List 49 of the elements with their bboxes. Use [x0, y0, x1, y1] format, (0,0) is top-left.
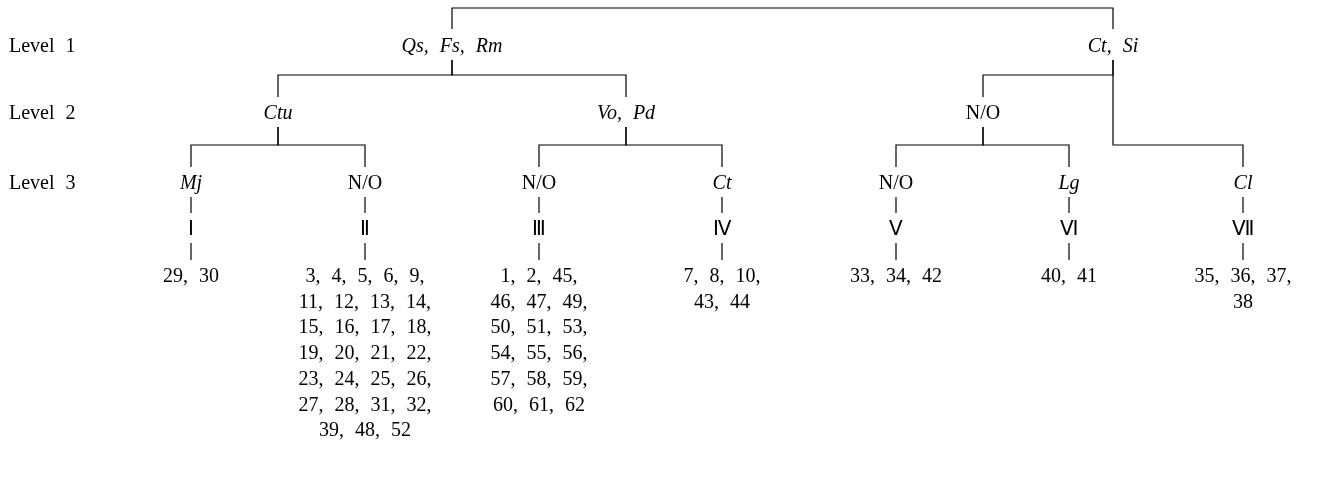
node-label: N/O [871, 170, 921, 194]
taxon-label: Ct [707, 170, 737, 194]
taxon-label: Mj [176, 170, 206, 194]
tree-connector [451, 7, 1114, 30]
level-label: Level 2 [9, 100, 76, 124]
group-numeral: Ⅲ [527, 216, 551, 240]
group-numeral: Ⅰ [179, 216, 203, 240]
sample-list: 35, 36, 37, 38 [1188, 263, 1298, 315]
level-label: Level 3 [9, 170, 76, 194]
taxon-label: Lg [1054, 170, 1084, 194]
tree-connector [895, 196, 897, 214]
tree-connector [721, 196, 723, 214]
tree-connector [625, 126, 723, 168]
group-numeral: Ⅵ [1057, 216, 1081, 240]
tree-connector [1112, 59, 1244, 168]
sample-list: 33, 34, 42 [836, 263, 956, 289]
tree-connector [451, 59, 627, 98]
tree-connector [1242, 242, 1244, 261]
tree-connector [1068, 242, 1070, 261]
node-label: N/O [514, 170, 564, 194]
taxon-label: Vo, Pd [591, 100, 661, 124]
sample-list: 1, 2, 45, 46, 47, 49, 50, 51, 53, 54, 55, 56, 57, 58, 59, 60, 61, 62 [484, 263, 594, 418]
group-numeral: Ⅶ [1231, 216, 1255, 240]
tree-connector [538, 242, 540, 261]
tree-connector [190, 242, 192, 261]
tree-connector [538, 196, 540, 214]
sample-list: 40, 41 [1029, 263, 1109, 289]
tree-connector [1068, 196, 1070, 214]
tree-connector [277, 126, 366, 168]
tree-connector [721, 242, 723, 261]
tree-connector [895, 242, 897, 261]
group-numeral: Ⅳ [710, 216, 734, 240]
taxon-label: Ct, Si [1078, 33, 1148, 57]
tree-connector [1242, 196, 1244, 214]
sample-list: 3, 4, 5, 6, 9, 11, 12, 13, 14, 15, 16, 17, 18, 19, 20, 21, 22, 23, 24, 25, 26, 27, 28, 31, 32, 39, 48, 52 [290, 263, 440, 443]
group-numeral: Ⅴ [884, 216, 908, 240]
tree-connector [982, 126, 1070, 168]
level-label: Level 1 [9, 33, 76, 57]
tree-connector [364, 196, 366, 214]
taxon-label: Qs, Fs, Rm [397, 33, 507, 57]
group-numeral: Ⅱ [353, 216, 377, 240]
taxon-label: Ctu [256, 100, 300, 124]
tree-connector [364, 242, 366, 261]
tree-connector [190, 196, 192, 214]
sample-list: 7, 8, 10, 43, 44 [672, 263, 772, 315]
sample-list: 29, 30 [151, 263, 231, 289]
node-label: N/O [340, 170, 390, 194]
node-label: N/O [958, 100, 1008, 124]
taxon-label: Cl [1228, 170, 1258, 194]
